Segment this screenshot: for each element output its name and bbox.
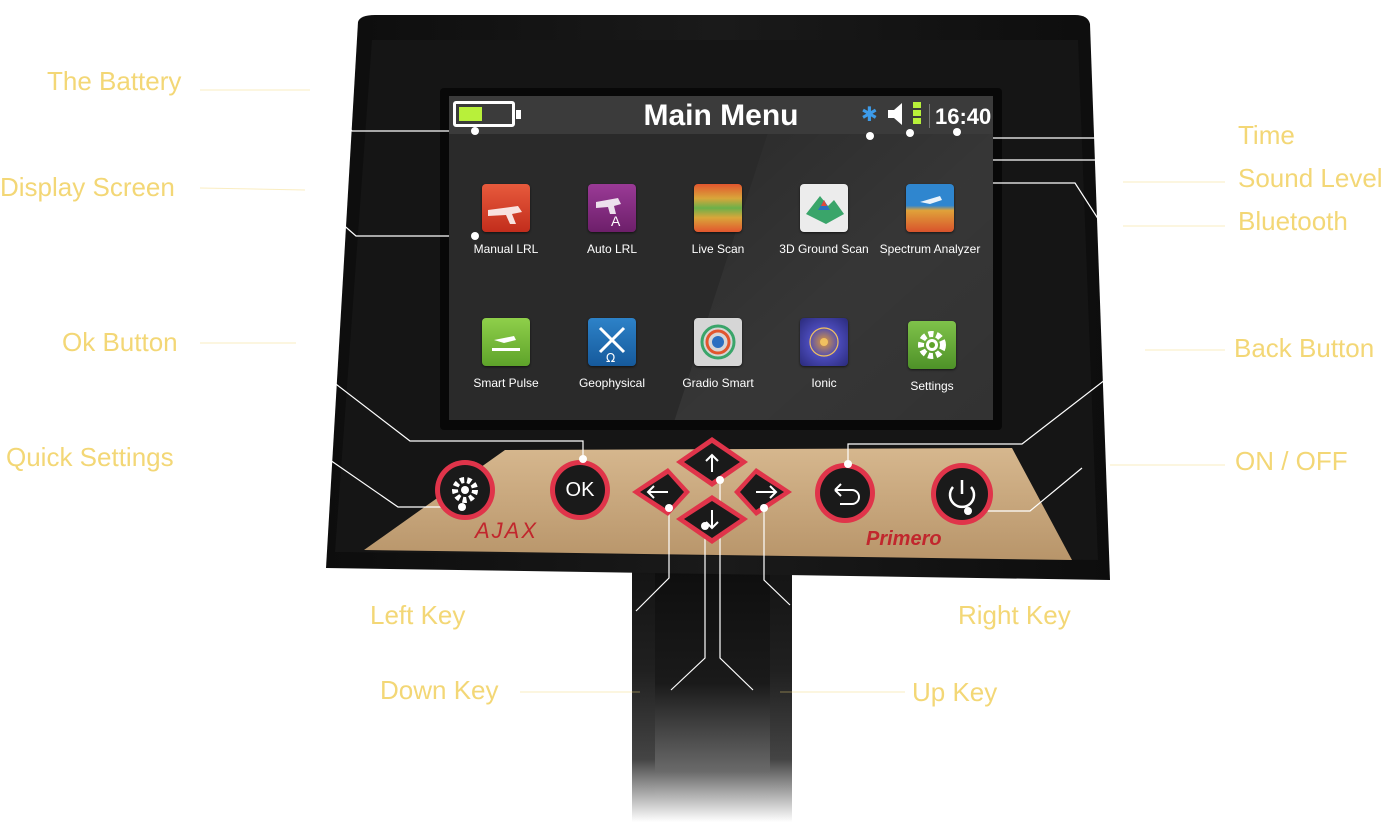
app-auto-lrl[interactable]: A Auto LRL — [557, 184, 667, 256]
callout-left-key: Left Key — [370, 600, 466, 630]
callout-dot — [471, 232, 479, 240]
auto-lrl-icon: A — [588, 184, 636, 232]
geophysical-icon: Ω — [588, 318, 636, 366]
callout-dot — [716, 476, 724, 484]
callout-time: Time — [1238, 120, 1295, 150]
callout-dot — [906, 129, 914, 137]
callout-dot — [964, 507, 972, 515]
app-label: Live Scan — [691, 242, 745, 256]
callout-dot — [458, 503, 466, 511]
app-live-scan[interactable]: Live Scan — [663, 184, 773, 256]
sound-level-icon — [913, 102, 921, 128]
app-label: 3D Ground Scan — [779, 242, 869, 256]
callout-dot — [844, 460, 852, 468]
speaker-icon — [888, 103, 902, 125]
callout-down-key: Down Key — [380, 675, 499, 705]
ionic-icon — [800, 318, 848, 366]
callout-quick-settings: Quick Settings — [6, 442, 174, 472]
ok-button-label[interactable]: OK — [565, 479, 595, 501]
app-gradio-smart[interactable]: Gradio Smart — [663, 318, 773, 390]
app-settings[interactable]: Settings — [877, 321, 987, 393]
callout-dot — [701, 522, 709, 530]
settings-gear-icon — [908, 321, 956, 369]
app-geophysical[interactable]: Ω Geophysical — [557, 318, 667, 390]
app-label: Smart Pulse — [473, 376, 539, 390]
status-divider — [929, 104, 930, 128]
live-scan-icon — [694, 184, 742, 232]
app-manual-lrl[interactable]: Manual LRL — [451, 184, 561, 256]
smart-pulse-icon — [482, 318, 530, 366]
callout-battery: The Battery — [47, 66, 182, 96]
callout-bluetooth: Bluetooth — [1238, 206, 1348, 236]
callout-sound-level: Sound Level — [1238, 163, 1383, 193]
app-label: Settings — [910, 379, 954, 393]
app-ionic[interactable]: Ionic — [769, 318, 879, 390]
app-label: Ionic — [811, 376, 837, 390]
app-spectrum-analyzer[interactable]: Spectrum Analyzer — [875, 184, 985, 256]
app-3d-ground-scan[interactable]: 3D Ground Scan — [769, 184, 879, 256]
gradio-smart-icon — [694, 318, 742, 366]
app-label: Auto LRL — [586, 242, 638, 256]
app-label: Geophysical — [578, 376, 646, 390]
callout-up-key: Up Key — [912, 677, 998, 707]
callout-dot — [471, 127, 479, 135]
app-smart-pulse[interactable]: Smart Pulse — [451, 318, 561, 390]
callout-right-key: Right Key — [958, 600, 1071, 630]
callout-dot — [953, 128, 961, 136]
callout-ok-button: Ok Button — [62, 327, 178, 357]
manual-lrl-icon — [482, 184, 530, 232]
callout-on-off: ON / OFF — [1235, 446, 1348, 476]
ground-scan-3d-icon — [800, 184, 848, 232]
callout-dot — [866, 132, 874, 140]
callout-back-button: Back Button — [1234, 333, 1375, 363]
status-icons: ✱ 16:40 — [851, 96, 993, 134]
callout-dot — [665, 504, 673, 512]
menu-title: Main Menu — [643, 99, 799, 132]
bluetooth-icon: ✱ — [861, 104, 878, 126]
svg-text:Ω: Ω — [606, 351, 615, 365]
app-label: Spectrum Analyzer — [879, 242, 981, 256]
battery-icon — [453, 101, 521, 127]
status-bar: Main Menu ✱ 16:40 — [449, 96, 993, 134]
callout-dot — [760, 504, 768, 512]
battery-level — [459, 107, 482, 121]
callout-dot — [579, 455, 587, 463]
display-screen[interactable]: Main Menu ✱ 16:40 Manual LRL A Auto LRL … — [449, 96, 993, 420]
app-label: Gradio Smart — [682, 376, 754, 390]
detector-pole-core — [655, 570, 770, 822]
clock: 16:40 — [935, 104, 992, 129]
app-label: Manual LRL — [473, 242, 539, 256]
brand-logo-ajax: AJAX — [475, 518, 539, 543]
spectrum-analyzer-icon — [906, 184, 954, 232]
svg-text:A: A — [611, 213, 621, 229]
brand-logo-primero: Primero — [866, 528, 942, 550]
callout-display-screen: Display Screen — [0, 172, 175, 202]
